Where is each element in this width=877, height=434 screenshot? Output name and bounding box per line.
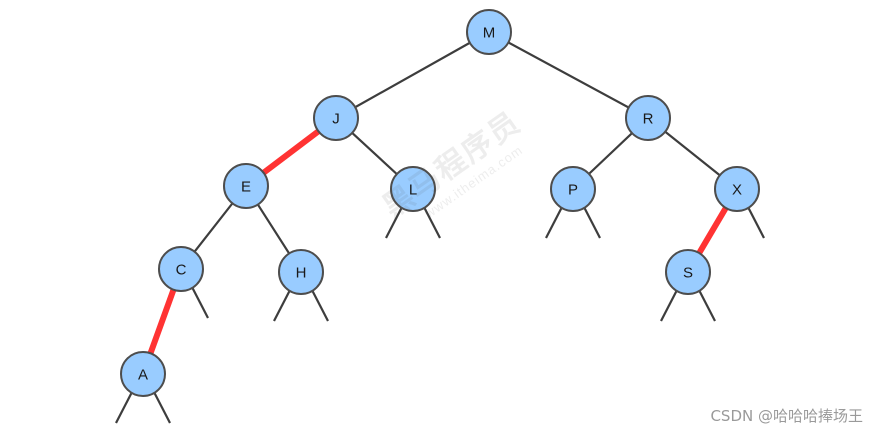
null-link-s-right — [698, 289, 716, 322]
null-link-l-left — [385, 206, 403, 239]
node-label-h: H — [296, 265, 307, 282]
node-circle-r — [625, 95, 671, 141]
node-p: P — [550, 166, 596, 212]
null-link-p-left — [545, 206, 563, 239]
null-link-p-right — [583, 206, 601, 239]
node-label-c: C — [176, 262, 187, 279]
csdn-credit: CSDN @哈哈哈捧场王 — [710, 407, 863, 425]
edge-m-j-black — [334, 30, 491, 120]
node-label-e: E — [241, 179, 251, 196]
node-circle-p — [550, 166, 596, 212]
node-a: A — [120, 351, 166, 397]
node-e: E — [223, 163, 269, 209]
node-label-r: R — [643, 111, 654, 128]
node-circle-c — [158, 246, 204, 292]
node-h: H — [278, 249, 324, 295]
node-label-a: A — [138, 367, 148, 384]
node-l: L — [390, 166, 436, 212]
node-label-s: S — [683, 265, 693, 282]
node-circle-h — [278, 249, 324, 295]
node-label-x: X — [732, 182, 742, 199]
node-circle-l — [390, 166, 436, 212]
edge-m-r-black — [487, 30, 650, 120]
null-link-x-right — [747, 206, 765, 239]
null-link-h-left — [273, 289, 291, 322]
node-circle-a — [120, 351, 166, 397]
null-link-l-right — [423, 206, 441, 239]
node-circle-x — [714, 166, 760, 212]
node-label-p: P — [568, 182, 578, 199]
node-c: C — [158, 246, 204, 292]
node-x: X — [714, 166, 760, 212]
null-link-a-right — [153, 391, 171, 424]
null-link-c-right — [191, 286, 209, 319]
node-label-m: M — [483, 25, 496, 42]
node-label-l: L — [409, 182, 417, 199]
null-link-a-left — [115, 391, 133, 424]
node-label-j: J — [332, 111, 340, 128]
node-circle-j — [313, 95, 359, 141]
node-circle-s — [665, 249, 711, 295]
null-link-h-right — [311, 289, 329, 322]
node-r: R — [625, 95, 671, 141]
node-circle-m — [466, 9, 512, 55]
node-circle-e — [223, 163, 269, 209]
node-m: M — [466, 9, 512, 55]
node-j: J — [313, 95, 359, 141]
null-link-s-left — [660, 289, 678, 322]
node-s: S — [665, 249, 711, 295]
